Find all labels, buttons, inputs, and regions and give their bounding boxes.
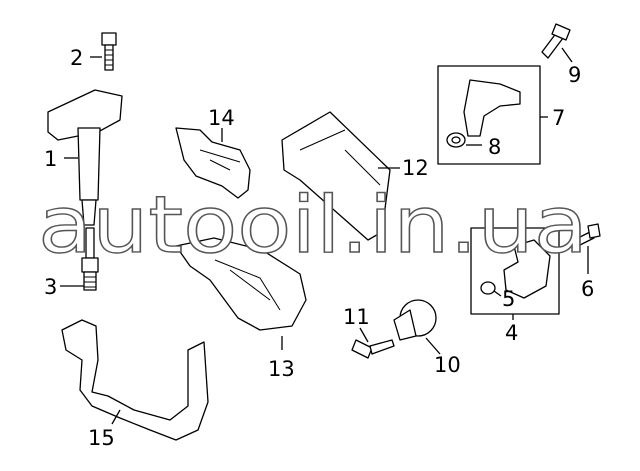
callout-9: 9	[568, 63, 581, 87]
callout-1: 1	[44, 147, 57, 171]
part-bolt-9	[541, 23, 571, 59]
callout-8: 8	[488, 135, 501, 159]
callout-12: 12	[402, 156, 429, 180]
part-spark-plug-3	[81, 227, 99, 291]
part-bolt-6	[573, 223, 601, 247]
callout-3: 3	[44, 275, 57, 299]
callout-numbers: 1 2 3 4 5 6 7 8 9 10 11 12 13 14 15	[44, 46, 594, 450]
part-bracket-14	[175, 127, 251, 199]
part-box-4	[470, 227, 560, 315]
part-knock-sensor-10	[393, 299, 437, 341]
part-box-7	[437, 65, 541, 165]
part-ecu-bracket-13	[175, 237, 307, 331]
callout-7: 7	[552, 106, 565, 130]
part-frame-15	[61, 319, 209, 441]
callout-11: 11	[343, 305, 370, 329]
part-bolt-2	[101, 32, 117, 71]
leader-lines	[60, 47, 589, 425]
callout-14: 14	[208, 106, 235, 130]
callout-5: 5	[502, 287, 515, 311]
callout-4: 4	[505, 321, 518, 345]
callout-10: 10	[434, 353, 461, 377]
part-bolt-11	[351, 339, 395, 359]
watermark: autooil.in.ua	[38, 181, 588, 271]
part-ecu-12	[281, 111, 391, 241]
callout-2: 2	[70, 46, 83, 70]
callout-15: 15	[88, 426, 115, 450]
part-ignition-coil-1	[47, 89, 123, 226]
callout-13: 13	[268, 357, 295, 381]
callout-6: 6	[581, 277, 594, 301]
